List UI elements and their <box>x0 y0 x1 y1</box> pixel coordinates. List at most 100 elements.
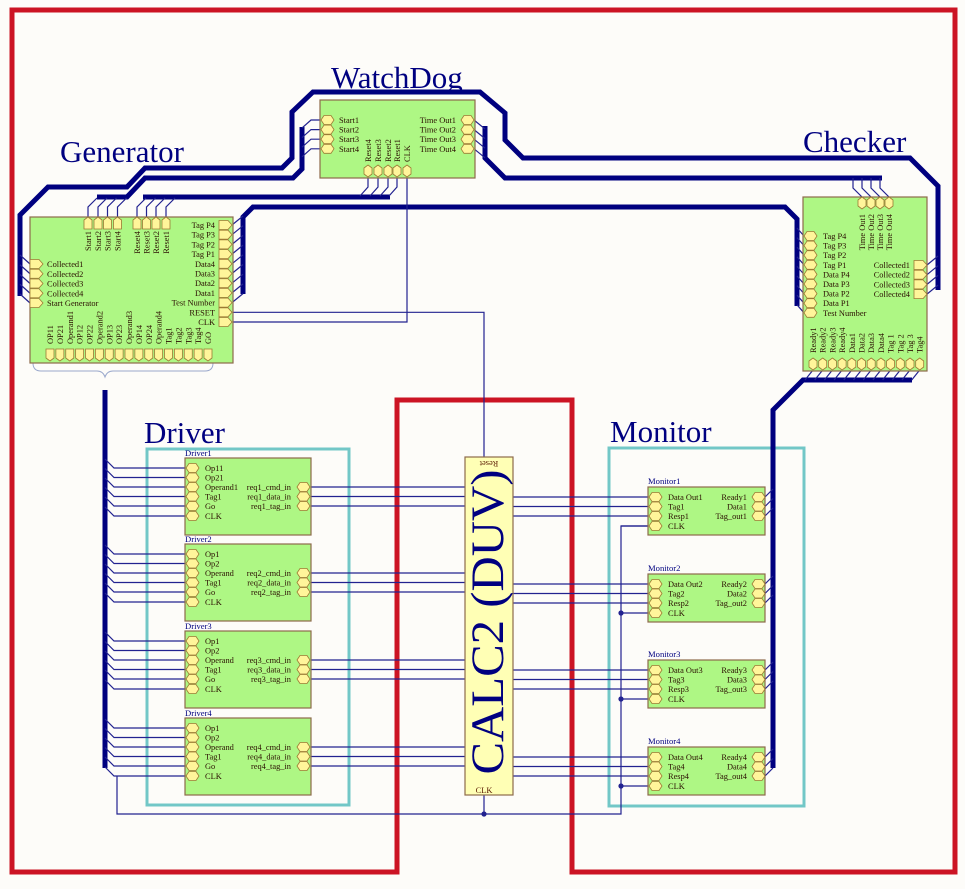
pin-label: Op1 <box>205 550 219 559</box>
pin-label: Data P4 <box>823 270 851 279</box>
pin-stub <box>155 197 166 217</box>
driver-input-wire <box>104 544 186 555</box>
monitor-block <box>647 573 766 623</box>
pin-stub <box>301 119 321 129</box>
generator-top-pin <box>142 216 151 230</box>
generator-left-pin <box>29 278 44 289</box>
driver-input-pin <box>185 761 200 771</box>
checker-bottom-pin <box>886 357 895 371</box>
pin-label: req4_data_in <box>247 753 292 762</box>
pin-label: Operand2 <box>95 311 104 344</box>
driver-input-wire <box>104 660 186 671</box>
pin-label: Start1 <box>339 116 359 125</box>
collected-bus <box>17 89 941 296</box>
pin-stub <box>473 119 486 130</box>
pin-label: req4_cmd_in <box>247 743 292 752</box>
pin-label: Ready1 <box>721 493 747 502</box>
driver-input-wire <box>104 728 186 739</box>
pin-label: Start2 <box>94 231 103 251</box>
driver-input-wire <box>104 468 186 479</box>
driver-input-wire <box>104 641 186 652</box>
monitor-input-pin <box>648 608 663 618</box>
pin-label: req2_data_in <box>247 579 292 588</box>
pin-label: Op2 <box>205 560 219 569</box>
pin-stub <box>764 585 774 594</box>
driver-block <box>184 717 312 796</box>
pin-label: CLK <box>668 522 685 531</box>
checker-bottom-pin <box>866 357 876 371</box>
pin-label: Tag1 <box>205 666 222 675</box>
pin-stub <box>231 244 244 255</box>
driver-input-pin <box>185 549 200 559</box>
checker-top-pin <box>866 196 876 210</box>
checker-bottom-pin <box>828 357 837 371</box>
pin-stub <box>231 225 244 236</box>
checker-bottom-pin <box>876 357 886 371</box>
pin-stub <box>19 254 31 265</box>
driver-output-pin <box>296 501 311 511</box>
pin-stub <box>388 177 398 197</box>
pin-label: Test Number <box>172 299 216 308</box>
pin-label: Tag P4 <box>823 232 847 241</box>
checker-top-pin <box>884 196 894 210</box>
generator-bus-brace <box>32 362 214 379</box>
pin-label: Ready2 <box>819 327 828 353</box>
pin-label: Reset2 <box>152 231 161 254</box>
pin-stub <box>231 264 244 274</box>
generator-top-pin <box>103 216 112 230</box>
pin-stub <box>231 283 244 294</box>
pin-label: Data2 <box>195 279 215 288</box>
generator-bottom-pin <box>164 348 173 362</box>
driver-input-wire <box>104 631 186 642</box>
pin-label: Op21 <box>205 474 224 483</box>
pin-label: Data3 <box>867 333 876 353</box>
pin-label: Data Out4 <box>668 753 703 762</box>
driver-input-pin <box>185 771 200 781</box>
monitor-input-pin <box>648 771 663 781</box>
monitor-block <box>647 746 766 796</box>
pin-stub <box>231 273 244 284</box>
pin-label: req3_data_in <box>247 666 292 675</box>
pin-label: Data Out3 <box>668 666 703 675</box>
pin-label: Collected4 <box>47 289 84 298</box>
driver-input-pin <box>185 751 200 762</box>
pin-label: Tag P2 <box>823 251 846 260</box>
driver-output-pin <box>296 491 311 502</box>
driver-input-pin <box>185 558 200 569</box>
start-bus <box>97 127 305 200</box>
pin-stub <box>764 575 774 585</box>
monitor-output-pin <box>751 579 766 589</box>
driver-output-pin <box>296 568 311 578</box>
pin-stub <box>764 758 774 767</box>
driver-input-wire <box>104 766 186 777</box>
pin-label: Operand <box>205 569 235 578</box>
driver-title: Driver <box>144 415 226 450</box>
pin-stub <box>379 177 389 197</box>
pin-stub <box>764 748 774 758</box>
pin-stub <box>231 215 244 226</box>
pin-label: Reset3 <box>143 231 152 254</box>
driver-input-wire <box>104 506 186 517</box>
pin-stub <box>804 369 814 381</box>
pin-stub <box>764 671 774 680</box>
pin-label: Start1 <box>84 231 93 251</box>
driver-group-box <box>145 447 351 807</box>
pin-stub <box>764 680 774 690</box>
pin-label: Data4 <box>195 260 216 269</box>
watchdog-right-pin <box>460 115 475 125</box>
generator-block <box>29 216 234 364</box>
generator-right-pin <box>218 307 233 318</box>
pin-stub <box>764 594 774 604</box>
pin-stub <box>231 293 244 304</box>
pin-label: Data2 <box>858 333 867 353</box>
pin-label: Operand4 <box>155 310 164 344</box>
pin-label: Op2 <box>205 647 219 656</box>
checker-bottom-pin <box>847 357 857 371</box>
pin-label: Ready3 <box>721 666 747 675</box>
monitor-input-pin <box>648 492 663 502</box>
pin-stub <box>853 369 862 381</box>
driver-name: Driver3 <box>185 621 212 631</box>
generator-right-pin <box>218 278 233 289</box>
tag-data-bus <box>240 204 800 306</box>
reset-net <box>232 311 485 457</box>
